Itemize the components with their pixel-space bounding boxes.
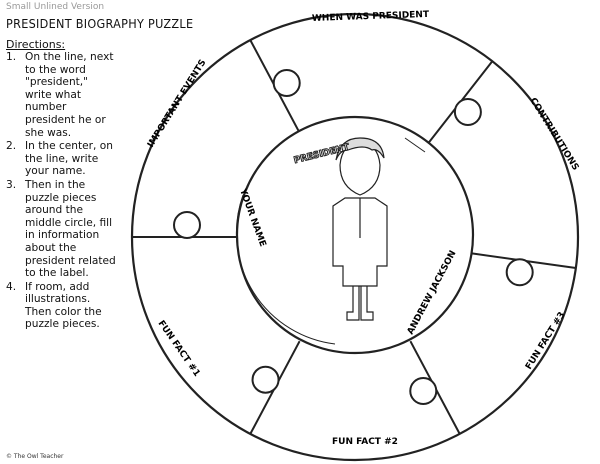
president-illustration <box>332 137 388 321</box>
label-when-was-president: WHEN WAS PRESIDENT <box>312 10 430 24</box>
label-fun-fact-2: FUN FACT #2 <box>332 437 398 447</box>
version-label: Small Unlined Version <box>6 2 105 12</box>
page-title: President Biography Puzzle <box>6 16 194 31</box>
direction-step: 4.If room, add illustrations. Then color… <box>6 280 102 331</box>
label-fun-fact-3: FUN FACT #3 <box>524 310 567 371</box>
name-line <box>235 194 336 345</box>
direction-step: 1.On the line, next to the word "preside… <box>6 51 114 139</box>
inner-circle <box>235 115 475 355</box>
puzzle-spokes <box>132 39 576 435</box>
directions-list: 1.On the line, next to the word "preside… <box>6 51 118 332</box>
puzzle-knob <box>272 69 301 98</box>
puzzle-knob <box>173 211 201 239</box>
direction-step: 2.In the center, on the line, write your… <box>6 140 113 178</box>
number-line <box>404 137 426 153</box>
directions-heading: Directions: <box>6 38 66 51</box>
label-contributions: CONTRIBUTIONS <box>527 96 580 172</box>
copyright-footer: © The Owl Teacher <box>6 453 64 460</box>
puzzle-knob <box>409 376 438 405</box>
puzzle-knob <box>453 98 482 127</box>
puzzle-knob <box>505 258 534 287</box>
puzzle-knob <box>251 365 280 394</box>
direction-step: 3.Then in the puzzle pieces around the m… <box>6 178 116 280</box>
label-important-events: IMPORTANT EVENTS <box>146 58 208 150</box>
